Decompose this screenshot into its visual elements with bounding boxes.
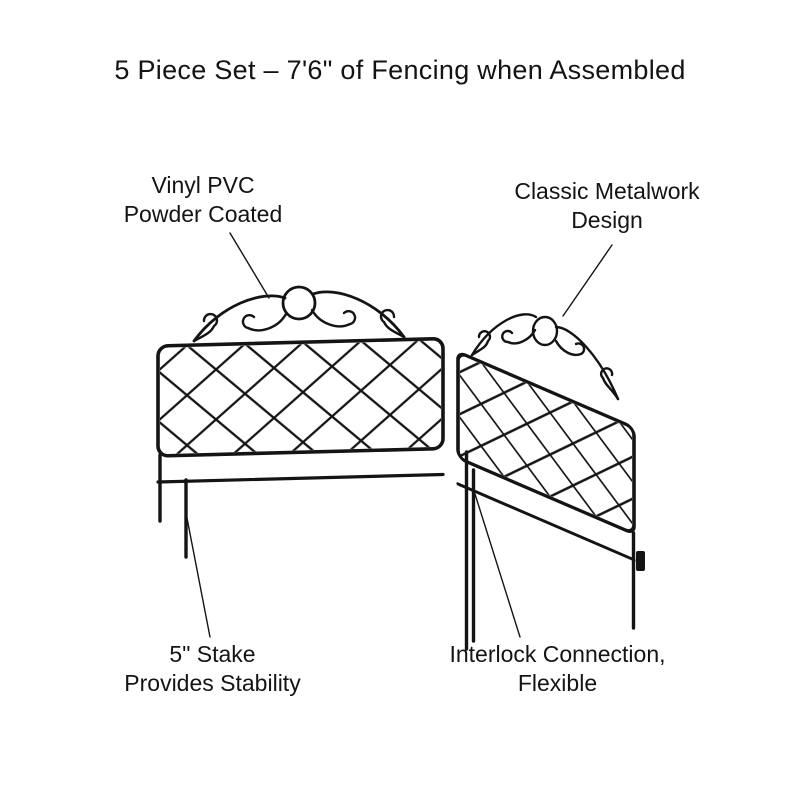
leader-line-interlock [474, 493, 521, 638]
right-panel-lattice [460, 354, 632, 531]
leader-line-design [562, 244, 613, 317]
leader-line-coating [229, 232, 270, 299]
scroll-ring-left-panel [281, 285, 317, 321]
left-fence-panel [156, 336, 445, 484]
leader-line-stake [186, 517, 211, 638]
callout-stake: 5" Stake Provides Stability [124, 641, 301, 696]
fence-stakes [158, 450, 645, 651]
right-fence-panel [456, 352, 636, 562]
left-panel-bottom-bar [156, 472, 445, 484]
right-panel-bottom-bar [456, 482, 636, 562]
scroll-ring-right-panel [531, 315, 559, 347]
interlock-tab [636, 551, 645, 571]
right-panel-frame [456, 352, 636, 534]
left-panel-scroll [192, 285, 406, 343]
left-panel-lattice [160, 340, 441, 454]
leader-lines [186, 232, 613, 638]
callout-coating: Vinyl PVC Powder Coated [123, 172, 283, 227]
left-panel-frame [156, 336, 445, 458]
diagram-title: 5 Piece Set – 7'6" of Fencing when Assem… [114, 55, 686, 85]
right-panel-scroll [470, 313, 620, 401]
callout-design: Classic Metalwork Design [514, 178, 700, 233]
callout-interlock: Interlock Connection, Flexible [449, 641, 666, 696]
